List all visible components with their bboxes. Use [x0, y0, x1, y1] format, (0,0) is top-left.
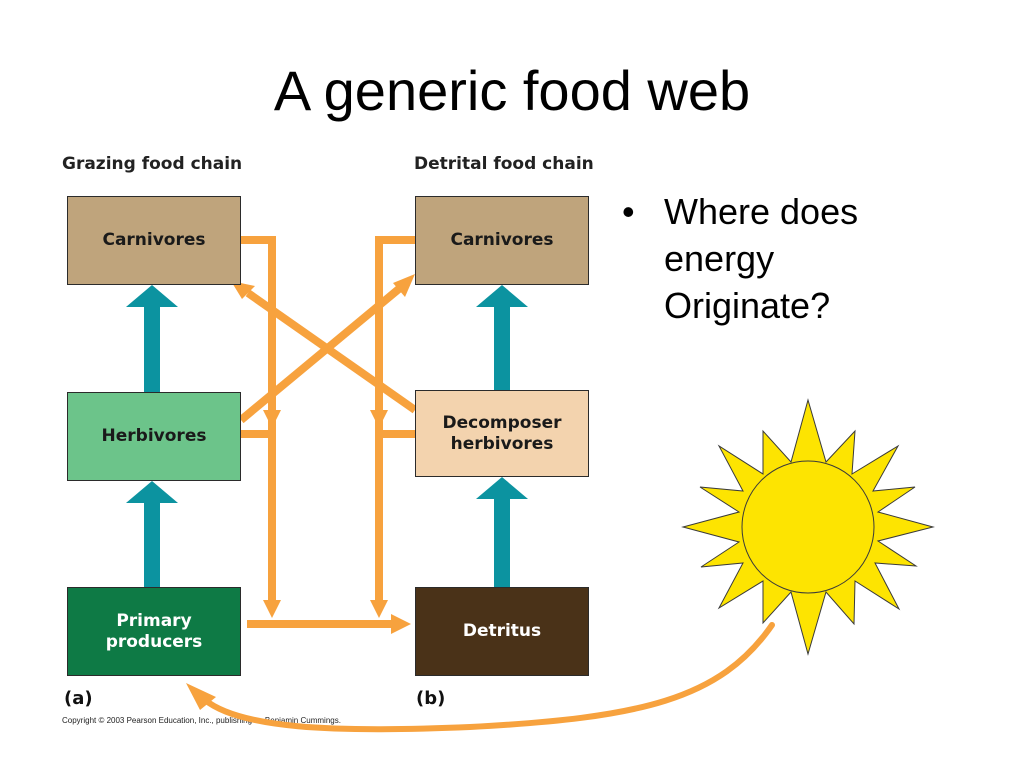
decomposers-to-grazing-carnivores-line — [245, 289, 418, 414]
detrital-carnivores-to-detritus-line — [375, 236, 415, 600]
bullet-text: Where does energy Originate? — [664, 191, 859, 326]
copyright-notice: Copyright © 2003 Pearson Education, Inc.… — [62, 716, 341, 725]
detrital-carnivores-label: Carnivores — [450, 230, 554, 251]
detrital-chain-header: Detrital food chain — [414, 154, 594, 174]
grazing-carnivores-to-detritus-line — [241, 236, 276, 600]
bullet-item: • Where does energy Originate? — [622, 188, 1002, 329]
orange-arrowhead — [263, 410, 281, 428]
sun-icon — [681, 398, 935, 656]
grazing-chain-header: Grazing food chain — [62, 154, 243, 174]
detrital-decomposers-to-carnivores-arrow — [476, 285, 528, 390]
grazing-producers-to-herbivores-arrow — [126, 481, 178, 587]
detrital-carnivores-box: Carnivores — [415, 196, 589, 285]
orange-arrowhead — [391, 614, 411, 634]
slide-title: A generic food web — [273, 59, 751, 122]
panel-label-a: (a) — [64, 688, 93, 709]
orange-arrowhead — [370, 600, 388, 618]
bullet-glyph: • — [622, 191, 635, 232]
herbivores-label: Herbivores — [101, 426, 207, 447]
herbivores-to-detrital-carnivores-line — [238, 284, 403, 424]
orange-arrowhead — [370, 410, 388, 428]
orange-arrowhead — [231, 281, 255, 299]
decomposer-herbivores-label: Decomposer herbivores — [442, 413, 562, 454]
herbivores-box: Herbivores — [67, 392, 241, 481]
grazing-carnivores-box: Carnivores — [67, 196, 241, 285]
decomposer-herbivores-box: Decomposer herbivores — [415, 390, 589, 477]
orange-arrowhead — [393, 274, 415, 297]
primary-producers-label: Primary producers — [105, 611, 203, 652]
bullet-list: • Where does energy Originate? — [622, 188, 1002, 329]
detrital-detritus-to-decomposers-arrow — [476, 477, 528, 587]
detritus-box: Detritus — [415, 587, 589, 676]
grazing-carnivores-label: Carnivores — [102, 230, 206, 251]
detritus-label: Detritus — [462, 621, 542, 642]
orange-arrowhead — [263, 600, 281, 618]
grazing-herbivores-to-carnivores-arrow — [126, 285, 178, 392]
primary-producers-box: Primary producers — [67, 587, 241, 676]
